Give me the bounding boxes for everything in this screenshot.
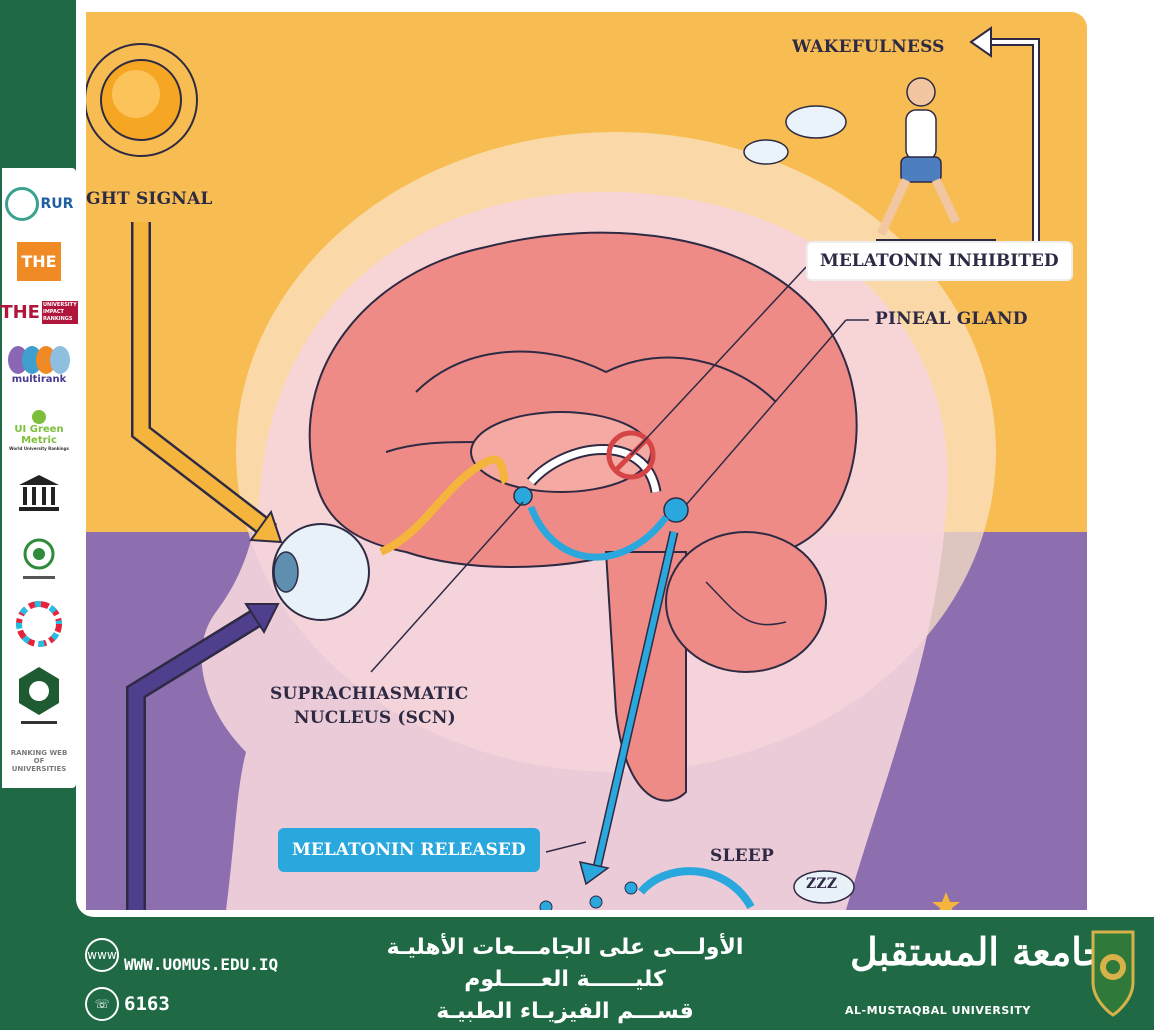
footer-bar: www WWW.UOMUS.EDU.IQ ☏ 6163 الأولـــى عل… <box>0 917 1154 1030</box>
sun-icon <box>86 43 198 157</box>
website-link[interactable]: WWW.UOMUS.EDU.IQ <box>124 955 279 974</box>
scn-label-line2: NUCLEUS (SCN) <box>294 708 456 728</box>
university-name-english: AL-MUSTAQBAL UNIVERSITY <box>845 1004 1031 1017</box>
ui-greenmetric-logo[interactable]: UI Green Metric World University Ranking… <box>2 400 76 460</box>
arab-engineers-logo[interactable] <box>2 662 76 732</box>
sdg-logo[interactable] <box>2 596 76 652</box>
footer-tagline: الأولـــى على الجامـــعات الأهليـة <box>386 935 744 960</box>
institution-logo[interactable] <box>2 470 76 516</box>
circadian-diagram <box>86 12 1087 910</box>
wakefulness-label: WAKEFULNESS <box>792 37 945 57</box>
scn-label-line1: SUPRACHIASMATIC <box>270 684 469 704</box>
university-emblem-icon <box>1088 927 1138 1017</box>
phone-number[interactable]: 6163 <box>124 993 170 1015</box>
melatonin-released-label: MELATONIN RELEASED <box>278 828 540 872</box>
pineal-gland-label: PINEAL GLAND <box>875 309 1028 329</box>
multirank-logo[interactable]: multirank <box>2 340 76 390</box>
zzz-label: ZZZ <box>806 876 838 892</box>
light-signal-label: GHT SIGNAL <box>86 189 213 209</box>
the-impact-logo[interactable]: THE UNIVERSITY IMPACT RANKINGS <box>0 300 78 324</box>
footer-department: قســـم الفيزيـاء الطبيـة <box>436 999 694 1024</box>
rur-logo[interactable]: RUR <box>2 180 76 228</box>
sleep-label: SLEEP <box>710 846 774 866</box>
eye-icon <box>272 523 370 621</box>
webometrics-logo[interactable]: RANKING WEB OF UNIVERSITIES <box>10 749 68 773</box>
university-name-arabic: جامعة المستقبل <box>850 929 1107 974</box>
globe-icon: www <box>85 938 119 972</box>
ranking-logos-sidebar: RUR THE THE UNIVERSITY IMPACT RANKINGS m… <box>0 168 78 788</box>
arab-rankings-logo[interactable] <box>2 528 76 588</box>
melatonin-inhibited-label: MELATONIN INHIBITED <box>806 241 1073 281</box>
phone-icon: ☏ <box>85 987 119 1021</box>
runner-figure-icon <box>876 77 996 241</box>
the-logo[interactable]: THE <box>2 238 76 284</box>
footer-college: كليــــــة العـــــلوم <box>464 967 666 992</box>
